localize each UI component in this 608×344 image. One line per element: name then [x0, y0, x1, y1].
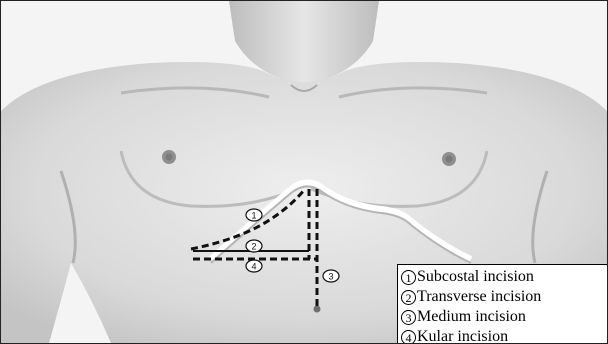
umbilicus: [314, 306, 321, 313]
marker-1-label: 1: [251, 211, 256, 221]
incision-legend: 1 Subcostal incision 2 Transverse incisi…: [397, 264, 608, 344]
legend-item-kular: 4 Kular incision: [401, 327, 608, 344]
legend-label-medium: Medium incision: [417, 307, 526, 327]
legend-item-transverse: 2 Transverse incision: [401, 287, 608, 307]
marker-3-label: 3: [328, 272, 333, 282]
marker-4: 4: [246, 260, 262, 272]
legend-number-4: 4: [401, 330, 416, 344]
marker-4-label: 4: [251, 262, 256, 272]
legend-item-medium: 3 Medium incision: [401, 307, 608, 327]
legend-label-kular: Kular incision: [417, 327, 508, 344]
legend-item-subcostal: 1 Subcostal incision: [401, 267, 608, 287]
legend-label-transverse: Transverse incision: [417, 287, 541, 307]
legend-number-3: 3: [401, 310, 416, 325]
legend-label-subcostal: Subcostal incision: [417, 267, 534, 287]
marker-2-label: 2: [251, 242, 256, 252]
legend-number-2: 2: [401, 290, 416, 305]
marker-2: 2: [246, 240, 262, 252]
marker-1: 1: [246, 209, 262, 221]
marker-3: 3: [323, 270, 339, 282]
legend-number-1: 1: [401, 270, 416, 285]
